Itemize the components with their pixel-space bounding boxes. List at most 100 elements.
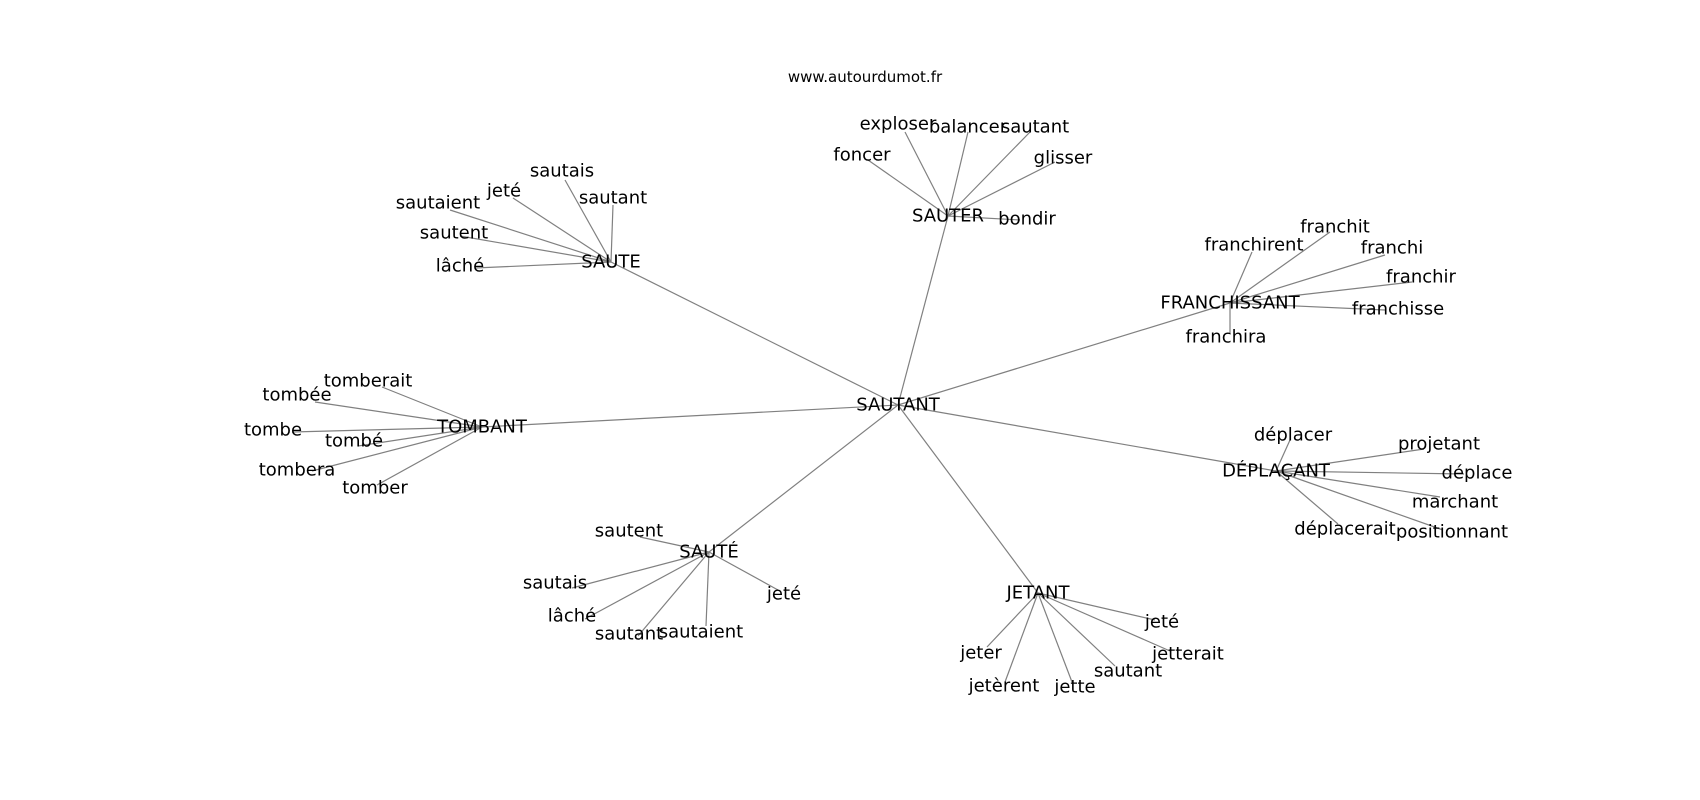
hub-node-label: JETANT xyxy=(1005,583,1070,604)
edge-hub-to-leaf xyxy=(1037,592,1156,621)
hub-node-label: SAUTER xyxy=(912,206,984,227)
leaf-node-label: tombera xyxy=(259,460,336,481)
leaf-node-label: franchir xyxy=(1386,267,1456,288)
leaf-node-label: sautent xyxy=(420,223,488,244)
edge-hub-to-leaf xyxy=(291,426,483,433)
edge-hub-to-leaf xyxy=(311,426,483,472)
edge-hub-to-leaf xyxy=(357,426,483,447)
edge-hub-to-leaf xyxy=(1275,470,1444,531)
edge-hub-to-leaf xyxy=(637,551,710,637)
leaf-node-label: sautant xyxy=(1001,117,1069,138)
edge-hub-to-leaf xyxy=(708,551,779,591)
edge-hub-to-leaf xyxy=(1229,281,1413,304)
edge-hub-to-leaf xyxy=(512,197,612,263)
edge-hub-to-leaf xyxy=(1229,231,1331,304)
leaf-node-label: tombée xyxy=(262,385,331,406)
leaf-node-label: sautaient xyxy=(396,193,480,214)
edge-hub-to-leaf xyxy=(1275,470,1465,475)
leaf-node-label: jeter xyxy=(959,643,1002,664)
edge-center-to-hub xyxy=(610,261,899,406)
leaf-node-label: jeté xyxy=(766,584,801,605)
leaf-node-label: jeté xyxy=(486,181,521,202)
leaf-node-label: jette xyxy=(1053,677,1095,698)
edge-center-to-hub xyxy=(708,404,899,553)
edge-center-to-hub xyxy=(897,302,1231,406)
edge-hub-to-leaf xyxy=(571,551,710,589)
edge-hub-to-leaf xyxy=(1275,439,1291,472)
edge-hub-to-leaf xyxy=(947,131,969,217)
edge-hub-to-leaf xyxy=(867,159,949,217)
edge-hub-to-leaf xyxy=(947,161,1056,217)
edge-center-to-hub xyxy=(897,404,1039,594)
leaf-node-label: jetèrent xyxy=(968,676,1040,697)
leaf-node-label: lâché xyxy=(436,256,484,277)
edge-hub-to-leaf xyxy=(1229,251,1253,304)
hub-node-label: FRANCHISSANT xyxy=(1160,293,1300,314)
leaf-node-label: déplacer xyxy=(1254,425,1333,446)
edge-hub-to-leaf xyxy=(1037,592,1116,667)
edge-hub-to-leaf xyxy=(986,592,1039,648)
center-node-label: SAUTANT xyxy=(856,395,941,416)
edge-hub-to-leaf xyxy=(376,426,483,486)
leaf-node-label: sautant xyxy=(1094,661,1162,682)
leaf-node-label: tombé xyxy=(325,431,383,452)
edge-hub-to-leaf xyxy=(1037,592,1171,652)
edge-hub-to-leaf xyxy=(947,131,1031,217)
leaf-node-label: sautais xyxy=(523,573,587,594)
leaf-node-label: tombe xyxy=(244,420,302,441)
edge-hub-to-leaf xyxy=(1229,302,1386,311)
leaf-node-label: franchira xyxy=(1186,327,1267,348)
leaf-node-label: marchant xyxy=(1412,492,1498,513)
edge-hub-to-leaf xyxy=(639,536,710,553)
edge-center-to-hub xyxy=(897,215,949,406)
leaf-node-label: sautais xyxy=(530,161,594,182)
leaf-node-label: bondir xyxy=(998,209,1056,230)
edge-hub-to-leaf xyxy=(947,215,1021,221)
leaf-node-label: jetterait xyxy=(1151,644,1224,665)
leaf-node-label: sautant xyxy=(579,188,647,209)
edge-hub-to-leaf xyxy=(1229,254,1386,304)
hub-node-label: DÉPLAÇANT xyxy=(1222,460,1331,482)
hub-node-label: SAUTÉ xyxy=(679,541,739,563)
leaf-node-label: sautant xyxy=(595,624,663,645)
leaf-node-label: franchisse xyxy=(1352,299,1444,320)
edge-hub-to-leaf xyxy=(705,551,710,627)
leaf-node-label: sautent xyxy=(595,521,663,542)
leaf-node-label: sautaient xyxy=(659,622,743,643)
edge-center-to-hub xyxy=(897,404,1277,472)
graph-edges xyxy=(291,131,1465,683)
leaf-node-label: jeté xyxy=(1144,612,1179,633)
edge-hub-to-leaf xyxy=(1037,592,1073,683)
edge-hub-to-leaf xyxy=(1275,470,1339,525)
leaf-node-label: franchirent xyxy=(1204,235,1303,256)
leaf-node-label: lâché xyxy=(548,606,596,627)
leaf-node-label: balancer xyxy=(929,117,1008,138)
leaf-node-label: franchit xyxy=(1300,217,1370,238)
site-watermark: www.autourdumot.fr xyxy=(788,68,943,86)
leaf-node-label: tomber xyxy=(342,478,408,499)
leaf-node-label: positionnant xyxy=(1396,522,1508,543)
leaf-node-label: exploser xyxy=(860,114,937,135)
leaf-node-label: déplacerait xyxy=(1294,519,1395,540)
edge-hub-to-leaf xyxy=(449,209,612,263)
edge-hub-to-leaf xyxy=(610,204,614,263)
leaf-node-label: tomberait xyxy=(324,371,413,392)
edge-hub-to-leaf xyxy=(474,261,612,269)
edge-hub-to-leaf xyxy=(1004,592,1039,683)
graph-labels: SAUTANTSAUTERexploserbalancersautantfonc… xyxy=(244,114,1513,698)
edge-center-to-hub xyxy=(481,404,899,428)
edge-hub-to-leaf xyxy=(381,386,483,428)
edge-hub-to-leaf xyxy=(1275,470,1441,498)
leaf-node-label: foncer xyxy=(833,145,891,166)
leaf-node-label: déplace xyxy=(1442,463,1513,484)
hub-node-label: TOMBANT xyxy=(436,417,528,438)
edge-hub-to-leaf xyxy=(904,131,949,217)
edge-hub-to-leaf xyxy=(564,179,612,263)
leaf-node-label: glisser xyxy=(1034,148,1093,169)
edge-hub-to-leaf xyxy=(314,401,483,428)
edge-hub-to-leaf xyxy=(1275,448,1425,472)
leaf-node-label: projetant xyxy=(1398,434,1480,455)
hub-node-label: SAUTE xyxy=(581,252,641,273)
edge-hub-to-leaf xyxy=(584,551,710,620)
